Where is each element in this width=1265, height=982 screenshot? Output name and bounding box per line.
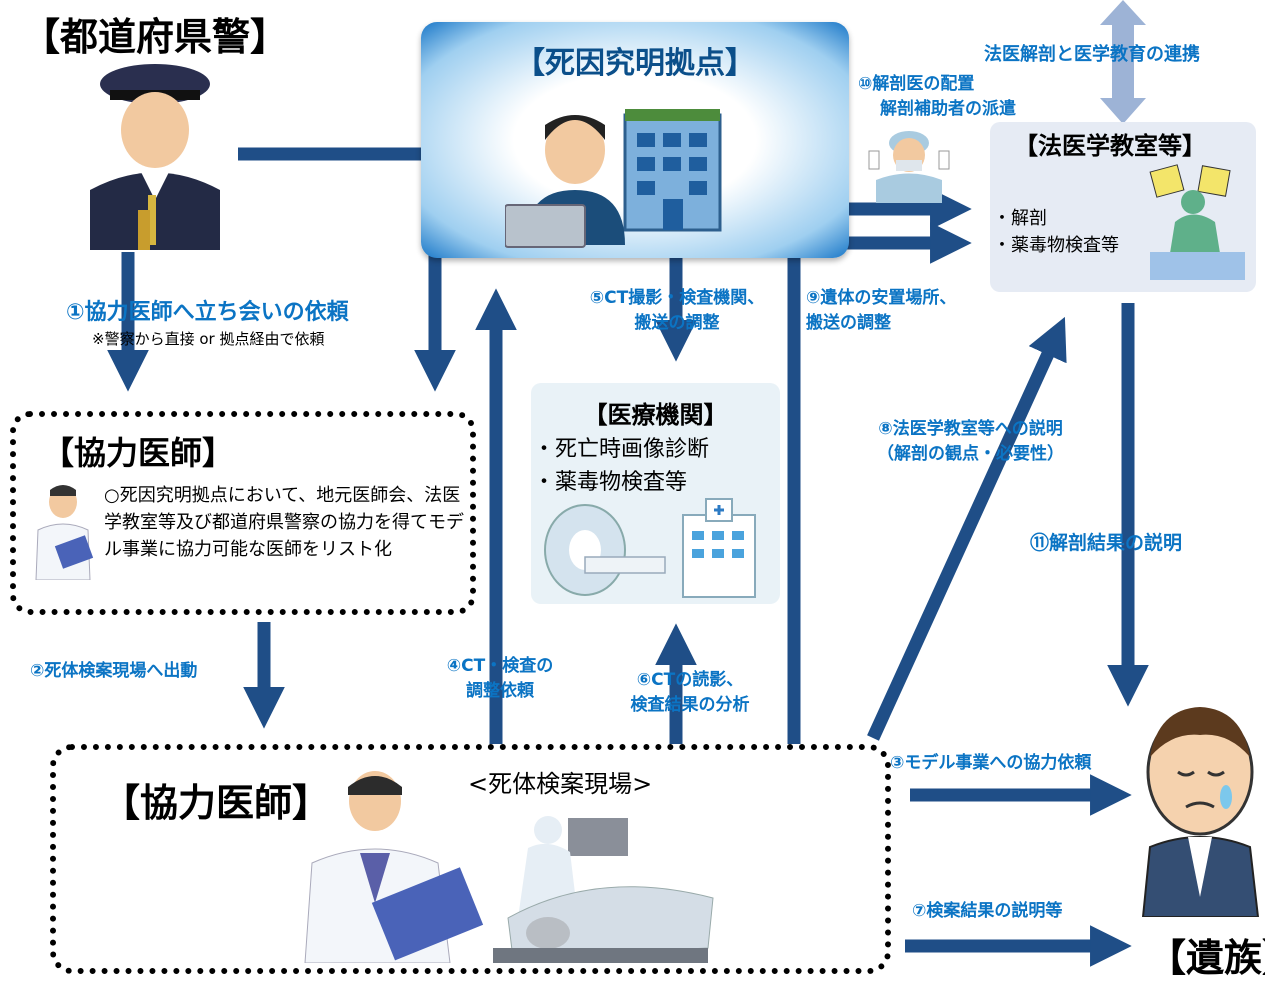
scene-subtitle: <死体検案現場>	[468, 770, 653, 798]
scene-doctor-title: 【協力医師】	[102, 781, 331, 825]
top-double-arrow-heads	[1100, 0, 1146, 124]
police-title: 【都道府県警】	[22, 15, 289, 59]
legal-items: ・解剖 ・薬毒物検査等	[993, 205, 1119, 259]
police-officer-illustration	[90, 64, 220, 250]
examination-scene-box	[50, 744, 891, 974]
label-step-9-line1: ⑨遺体の安置場所、	[806, 288, 957, 308]
hospital-item-1: ・死亡時画像診断	[533, 437, 710, 462]
legal-title: 【法医学教室等】	[1014, 132, 1206, 160]
doctor-with-folder-illustration	[304, 771, 484, 963]
center-title: 【死因究明拠点】	[515, 46, 755, 81]
autopsy-illustration	[1149, 164, 1245, 280]
label-step-4: ④CT・検査の 調整依頼	[420, 654, 580, 704]
label-step-5-line2: 搬送の調整	[634, 313, 720, 333]
label-step-11: ⑪解剖結果の説明	[1030, 532, 1183, 554]
bereaved-family-illustration	[1141, 707, 1260, 917]
hospital-items: ・死亡時画像診断 ・薬毒物検査等	[533, 433, 709, 499]
label-step-6-line1: ⑥CTの読影、	[636, 670, 744, 690]
label-step-2: ②死体検案現場へ出動	[30, 661, 198, 681]
family-title: 【遺族】	[1148, 936, 1265, 980]
label-step-5-line1: ⑤CT撮影・検査機関、	[589, 288, 765, 308]
label-step-10-line2: 解剖補助者の派遣	[880, 99, 1016, 119]
label-step-4-line1: ④CT・検査の	[446, 656, 554, 676]
doctor-top-description: ○死因究明拠点において、地元医師会、法医学教室等及び都道府県警察の協力を得てモデ…	[104, 485, 464, 560]
cooperating-doctor-box	[10, 411, 476, 615]
ct-scanner-and-hospital-illustration	[544, 498, 756, 598]
hospital-title: 【医療機関】	[583, 401, 728, 429]
label-step-3: ③モデル事業への協力依頼	[890, 753, 1092, 773]
operator-and-building-illustration	[505, 109, 722, 248]
doctor-small-illustration	[35, 485, 94, 580]
label-step-4-line2: 調整依頼	[466, 681, 534, 701]
hospital-item-2: ・薬毒物検査等	[533, 470, 688, 495]
examination-illustration	[493, 816, 714, 963]
label-step-6-line2: 検査結果の分析	[630, 695, 750, 715]
label-step-8-line1: ⑧法医学教室等への説明	[878, 419, 1063, 439]
label-top-link: 法医解剖と医学教育の連携	[984, 44, 1200, 65]
label-step-6: ⑥CTの読影、 検査結果の分析	[590, 668, 790, 718]
legal-item-2: ・薬毒物検査等	[993, 235, 1119, 256]
surgeon-illustration	[868, 131, 950, 203]
legal-item-1: ・解剖	[993, 208, 1047, 229]
label-step-10: ⑩解剖医の配置 解剖補助者の派遣	[858, 72, 1058, 122]
arrow-explain-to-legal	[867, 316, 1067, 741]
label-step-5: ⑤CT撮影・検査機関、 搬送の調整	[562, 286, 792, 336]
label-step-1-note: ※警察から直接 or 拠点経由で依頼	[92, 330, 325, 348]
label-step-10-line1: ⑩解剖医の配置	[858, 74, 975, 94]
doctor-top-title: 【協力医師】	[42, 434, 235, 472]
label-step-1: ①協力医師へ立ち会いの依頼	[66, 300, 349, 325]
label-step-9: ⑨遺体の安置場所、 搬送の調整	[806, 286, 1006, 336]
label-step-9-line2: 搬送の調整	[806, 313, 891, 333]
label-step-8-line2: （解剖の観点・必要性）	[877, 444, 1064, 464]
label-step-7: ⑦検案結果の説明等	[912, 901, 1063, 921]
label-step-8: ⑧法医学教室等への説明 （解剖の観点・必要性）	[838, 417, 1103, 467]
